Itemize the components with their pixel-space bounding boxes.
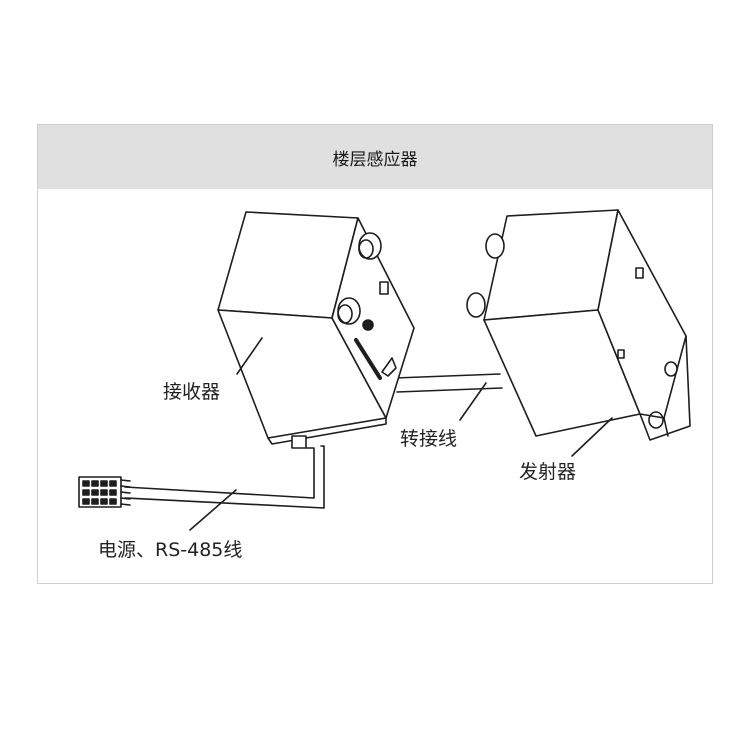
receiver-leader-line bbox=[236, 337, 263, 375]
transmitter-leader-line bbox=[571, 417, 613, 457]
transmitter-box bbox=[466, 209, 691, 441]
adapter-cable-label: 转接线 bbox=[400, 428, 457, 450]
page-title: 楼层感应器 bbox=[332, 149, 418, 170]
power-leader-line bbox=[189, 489, 237, 531]
receiver-label: 接收器 bbox=[163, 381, 220, 403]
power-cable bbox=[124, 445, 325, 509]
power-cable-label: 电源、RS-485线 bbox=[98, 539, 242, 561]
transmitter-label: 发射器 bbox=[519, 461, 576, 483]
header-bar: 楼层感应器 bbox=[38, 125, 712, 189]
adapter-leader-line bbox=[459, 382, 487, 421]
connector-plug-icon bbox=[78, 476, 131, 508]
receiver-box bbox=[217, 211, 415, 449]
adapter-cable bbox=[394, 373, 503, 393]
